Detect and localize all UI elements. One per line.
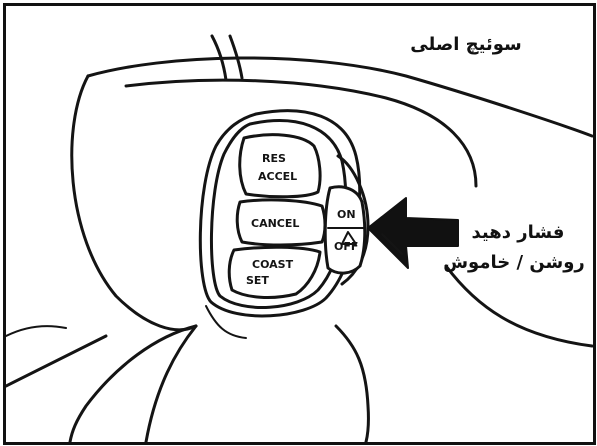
main-switch-label: سوئیچ اصلی: [410, 34, 521, 55]
on-label: ON: [337, 208, 356, 221]
diagram-frame: RES ACCEL CANCEL COAST SET ON OFF سو: [3, 3, 596, 445]
accel-label: ACCEL: [258, 170, 297, 183]
coast-label: COAST: [252, 258, 294, 271]
cruise-control-illustration: RES ACCEL CANCEL COAST SET ON OFF سو: [6, 6, 593, 442]
cancel-button[interactable]: CANCEL: [237, 200, 325, 245]
cancel-label: CANCEL: [251, 217, 299, 230]
set-label: SET: [246, 274, 269, 287]
res-accel-button[interactable]: RES ACCEL: [240, 135, 320, 197]
on-off-switch[interactable]: ON OFF: [325, 187, 365, 273]
press-label: فشار دهید: [472, 222, 565, 243]
res-label: RES: [262, 152, 286, 165]
on-off-caption: روشن / خاموش: [443, 252, 585, 273]
